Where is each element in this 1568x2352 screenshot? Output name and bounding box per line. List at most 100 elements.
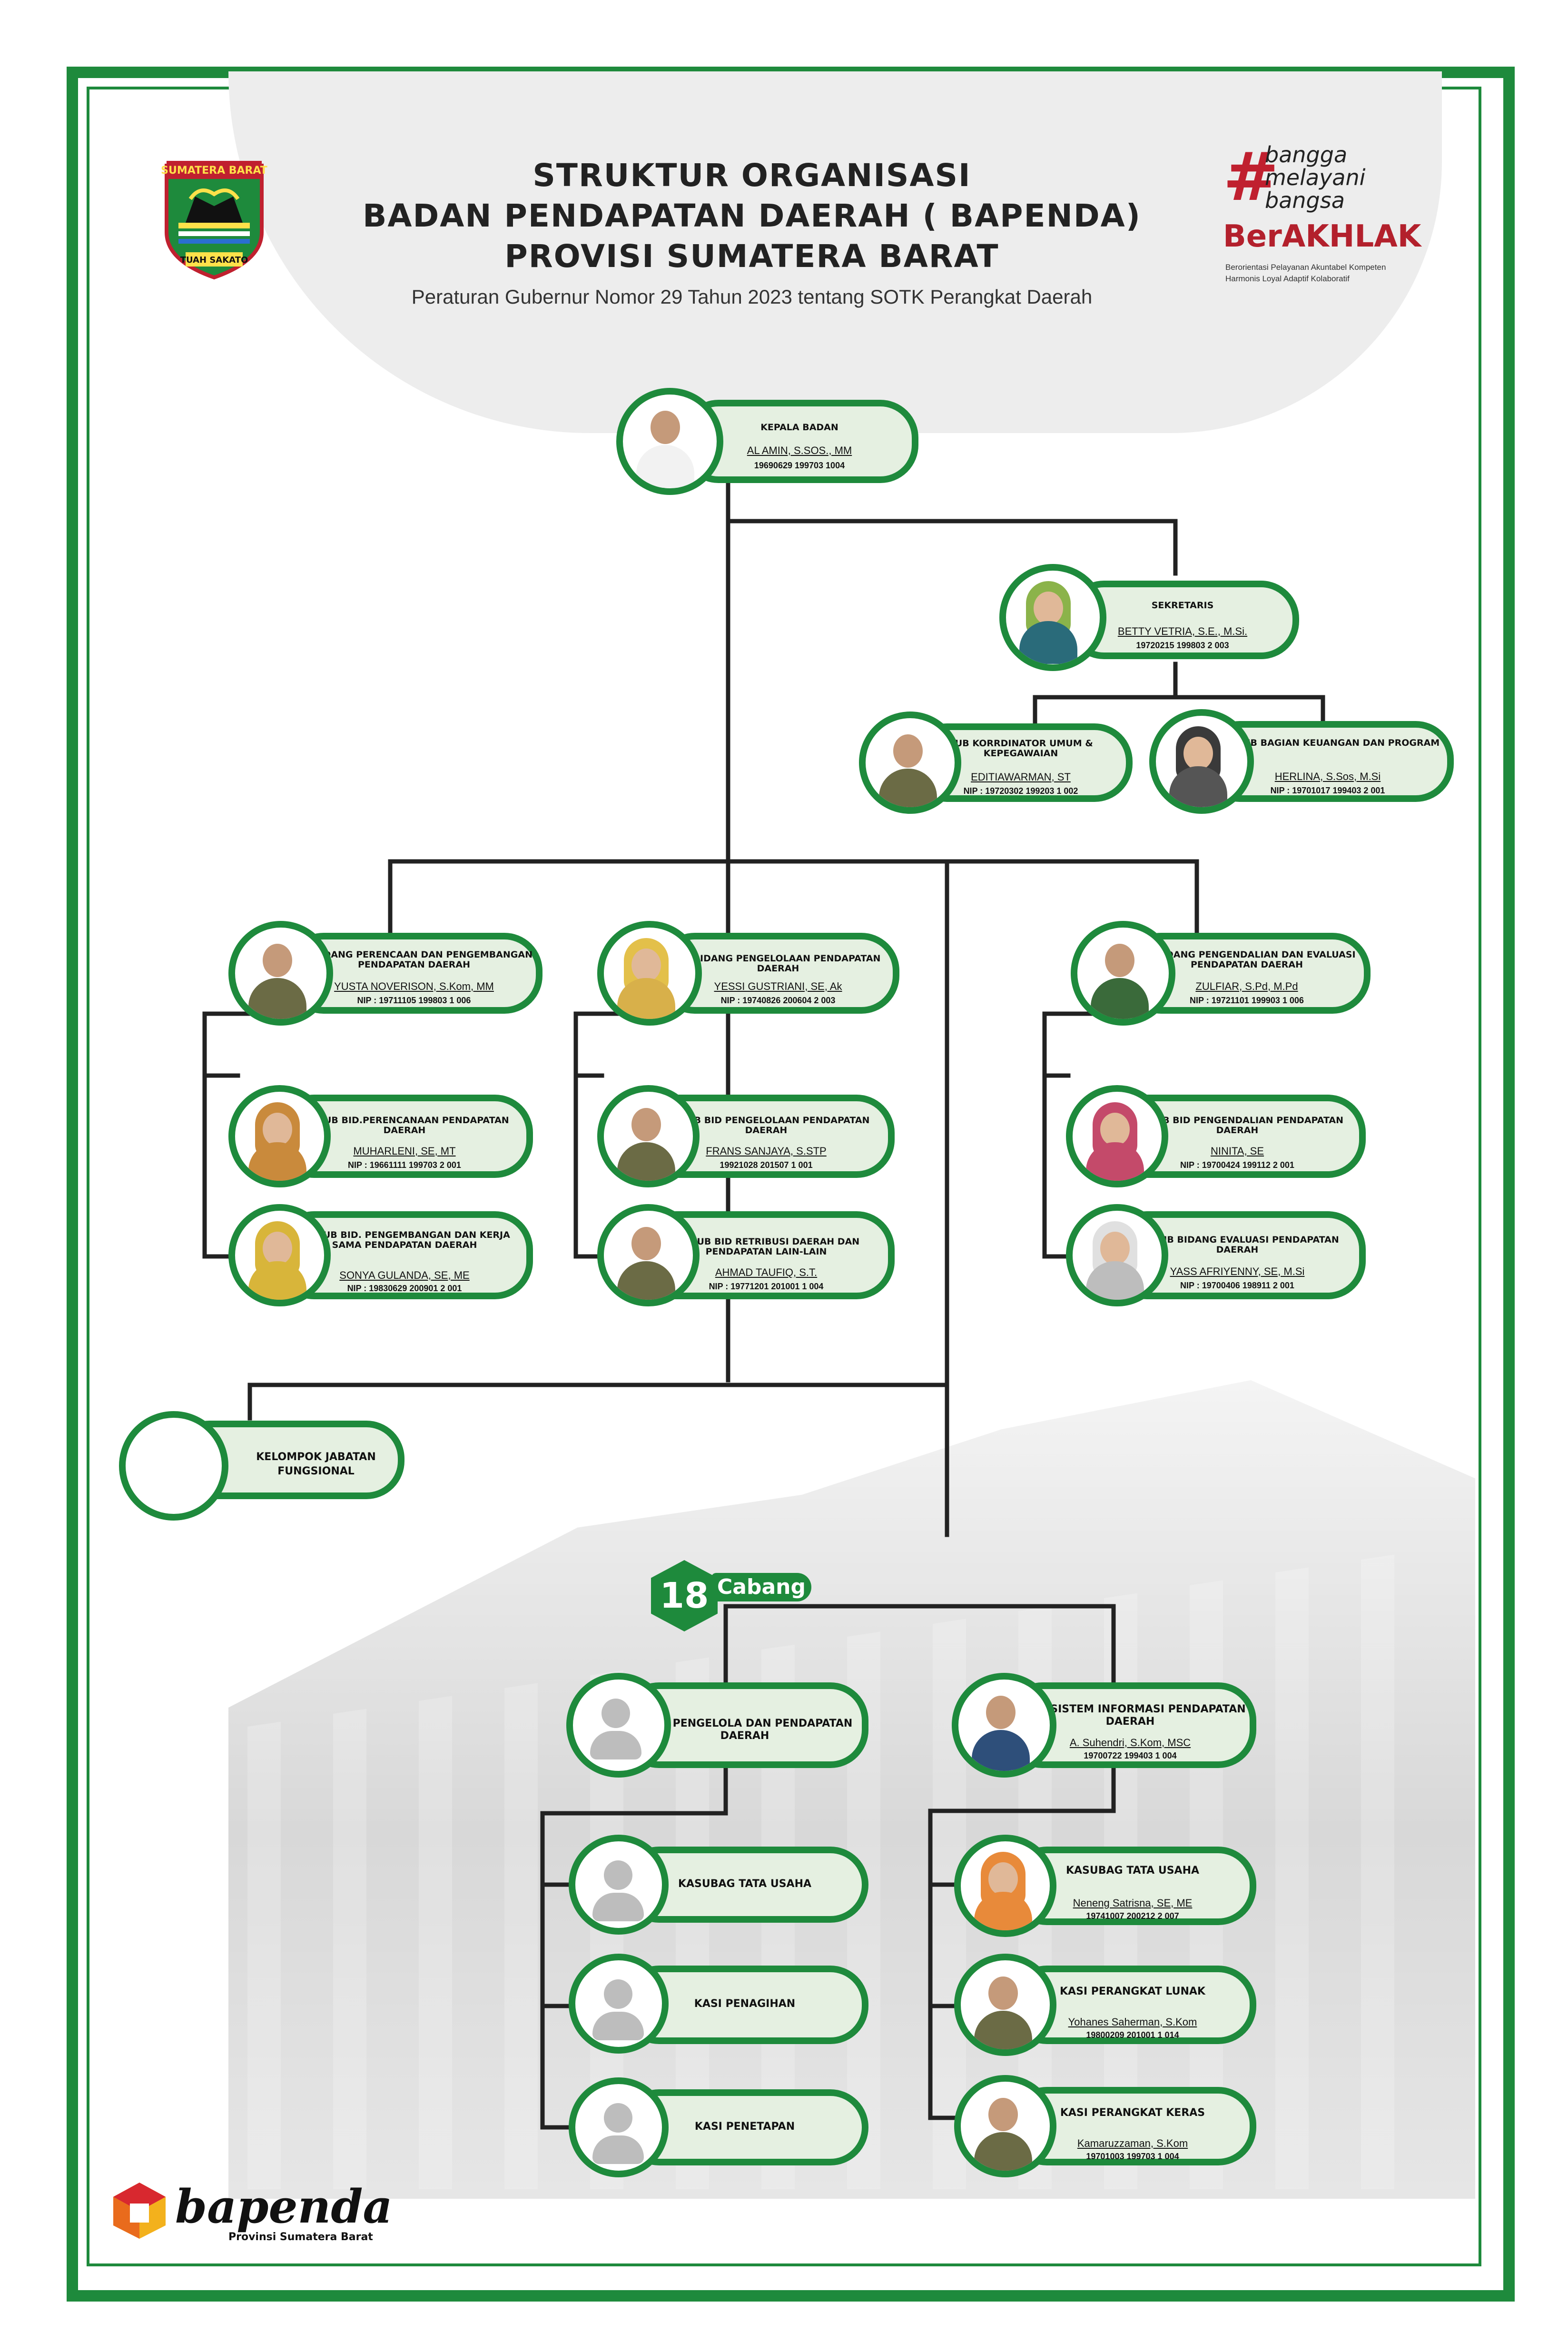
node-role: SEKRETARIS bbox=[1151, 600, 1214, 611]
node-role: KA.BIDANG PERENCAAN DAN PENGEMBANGAN PEN… bbox=[296, 949, 533, 970]
node-person-name: MUHARLENI, SE, MT bbox=[353, 1145, 456, 1157]
avatar-photo bbox=[1066, 1085, 1168, 1187]
bapenda-cube-icon bbox=[108, 2180, 170, 2242]
avatar-photo bbox=[597, 1204, 700, 1306]
avatar-photo bbox=[228, 1204, 331, 1306]
node-role: KASUBAG TATA USAHA bbox=[1065, 1865, 1200, 1877]
node-nip: 19921028 201507 1 001 bbox=[720, 1160, 813, 1170]
avatar-photo bbox=[616, 388, 723, 495]
node-role: KA.SUB BID.PERENCANAAN PENDAPATAN DAERAH bbox=[300, 1115, 509, 1136]
avatar-photo bbox=[1071, 921, 1175, 1026]
node-role: KA.SUB BID. PENGEMBANGAN DAN KERJA SAMA … bbox=[299, 1230, 510, 1250]
empty-avatar-circle bbox=[119, 1411, 228, 1521]
cabang-label: Cabang bbox=[711, 1573, 811, 1601]
bangga-line-2: melayani bbox=[1265, 165, 1366, 190]
page-subtitle: Peraturan Gubernur Nomor 29 Tahun 2023 t… bbox=[411, 286, 1093, 308]
avatar-photo bbox=[954, 2075, 1056, 2177]
node-role: KA.BIDANG PENGENDALIAN DAN EVALUASI PEND… bbox=[1138, 949, 1356, 970]
node-nip: 19701003 199703 1 004 bbox=[1086, 2152, 1179, 2161]
node-role: UPTD PENGELOLA DAN PENDAPATAN DAERAH bbox=[637, 1718, 853, 1742]
placeholder-avatar-icon bbox=[569, 1954, 669, 2054]
node-nip: 19720215 199803 2 003 bbox=[1136, 641, 1229, 650]
bangga-hash-mark: # bbox=[1223, 138, 1279, 216]
node-role: KA.SUB BIDANG EVALUASI PENDAPATAN DAERAH bbox=[1135, 1235, 1339, 1255]
node-nip: NIP : 19720302 199203 1 002 bbox=[963, 786, 1078, 796]
emblem-bottom-text: TUAH SAKATO bbox=[180, 255, 248, 265]
node-role: KA.SUB BID PENGENDALIAN PENDAPATAN DAERA… bbox=[1131, 1115, 1344, 1136]
node-nip: NIP : 19771201 201001 1 004 bbox=[709, 1282, 824, 1291]
berakhlak-logo: BerAKHLAK bbox=[1223, 219, 1421, 254]
page-title-line-1: STRUKTUR ORGANISASI bbox=[533, 157, 971, 194]
node-nip: NIP : 19711105 199803 1 006 bbox=[357, 996, 471, 1005]
bapenda-wordmark: bapenda bbox=[175, 2180, 393, 2233]
node-person-name: YASS AFRIYENNY, SE, M.Si bbox=[1170, 1265, 1305, 1277]
node-nip: 19800209 201001 1 014 bbox=[1086, 2030, 1179, 2040]
node-role: KASI PENETAPAN bbox=[694, 2121, 795, 2133]
node-person-name: SONYA GULANDA, SE, ME bbox=[339, 1269, 470, 1281]
avatar-photo bbox=[954, 1835, 1056, 1937]
node-role: KASUBAG TATA USAHA bbox=[678, 1878, 812, 1890]
avatar-photo bbox=[952, 1673, 1056, 1778]
node-role: KELOMPOK JABATAN FUNGSIONAL bbox=[256, 1451, 376, 1477]
bangga-melayani-bangsa-logo: # bangga melayani bangsa bbox=[1223, 138, 1409, 216]
node-person-name: A. Suhendri, S.Kom, MSC bbox=[1069, 1737, 1191, 1749]
node-person-name: EDITIAWARMAN, ST bbox=[971, 771, 1071, 783]
node-person-name: Yohanes Saherman, S.Kom bbox=[1068, 2016, 1197, 2028]
node-person-name: NINITA, SE bbox=[1210, 1145, 1264, 1157]
node-person-name: YESSI GUSTRIANI, SE, Ak bbox=[714, 980, 842, 992]
node-role: KA.BIDANG PENGELOLAAN PENDAPATAN DAERAH bbox=[675, 953, 881, 974]
avatar-photo bbox=[597, 1085, 700, 1187]
berakhlak-sub-line-1: Berorientasi Pelayanan Akuntabel Kompete… bbox=[1225, 263, 1386, 272]
node-bidang-pengelolaan[interactable]: KA.BIDANG PENGELOLAAN PENDAPATAN DAERAH … bbox=[657, 933, 899, 1014]
node-role: KA. SUB BAGIAN KEUANGAN DAN PROGRAM bbox=[1215, 738, 1440, 748]
page-title-line-3: PROVISI SUMATERA BARAT bbox=[504, 238, 999, 275]
node-nip: NIP : 19830629 200901 2 001 bbox=[347, 1284, 462, 1293]
emblem-top-text: SUMATERA BARAT bbox=[161, 165, 267, 177]
avatar-photo bbox=[597, 921, 702, 1026]
node-person-name: AL AMIN, S.SOS., MM bbox=[747, 445, 852, 456]
node-nip: 19690629 199703 1004 bbox=[754, 461, 845, 470]
node-role: KASI PENAGIHAN bbox=[694, 1998, 796, 2010]
node-nip: NIP : 19700424 199112 2 001 bbox=[1180, 1160, 1294, 1170]
sumatera-barat-emblem: SUMATERA BARAT TUAH SAKATO bbox=[157, 151, 271, 280]
avatar-photo bbox=[228, 1085, 331, 1187]
avatar-photo bbox=[954, 1954, 1056, 2056]
node-nip: NIP : 19701017 199403 2 001 bbox=[1270, 786, 1385, 795]
node-nip: 19700722 199403 1 004 bbox=[1084, 1751, 1177, 1760]
placeholder-avatar-icon bbox=[569, 1835, 669, 1935]
node-person-name: AHMAD TAUFIQ, S.T. bbox=[715, 1266, 818, 1278]
node-role: KASI PERANGKAT LUNAK bbox=[1060, 1986, 1205, 1997]
node-role: KA.SUB BID RETRIBUSI DAERAH DAN PENDAPAT… bbox=[672, 1236, 860, 1257]
node-nip: NIP : 19661111 199703 2 001 bbox=[348, 1160, 461, 1170]
avatar-photo bbox=[1066, 1204, 1168, 1306]
node-role: SUB KORRDINATOR UMUM & KEPEGAWAIAN bbox=[948, 738, 1093, 759]
node-role: KASI PERANGKAT KERAS bbox=[1060, 2107, 1205, 2119]
node-person-name: ZULFIAR, S.Pd, M.Pd bbox=[1195, 980, 1298, 992]
node-person-name: FRANS SANJAYA, S.STP bbox=[706, 1145, 827, 1157]
node-nip: NIP : 19721101 199903 1 006 bbox=[1190, 996, 1304, 1005]
placeholder-avatar-icon bbox=[569, 2077, 669, 2177]
node-person-name: HERLINA, S.Sos, M.Si bbox=[1274, 771, 1381, 782]
node-nip: NIP : 19700406 198911 2 001 bbox=[1180, 1281, 1294, 1290]
node-nip: NIP : 19740826 200604 2 003 bbox=[720, 996, 836, 1005]
bangga-line-3: bangsa bbox=[1265, 188, 1345, 213]
node-person-name: YUSTA NOVERISON, S.Kom, MM bbox=[334, 980, 494, 992]
berakhlak-sub-line-2: Harmonis Loyal Adaptif Kolaboratif bbox=[1225, 274, 1350, 283]
avatar-photo bbox=[228, 921, 333, 1026]
bapenda-subtext: Provinsi Sumatera Barat bbox=[228, 2231, 373, 2243]
avatar-photo bbox=[1149, 709, 1254, 814]
placeholder-avatar-icon bbox=[566, 1673, 671, 1778]
background-shape bbox=[228, 71, 1442, 433]
node-nip: 19741007 200212 2 007 bbox=[1086, 1911, 1179, 1921]
bangga-line-1: bangga bbox=[1265, 142, 1348, 168]
avatar-photo bbox=[999, 564, 1106, 671]
node-person-name: BETTY VETRIA, S.E., M.Si. bbox=[1117, 625, 1248, 637]
node-role: KEPALA BADAN bbox=[760, 422, 838, 433]
node-role: KA.SUB BID PENGELOLAAN PENDAPATAN DAERAH bbox=[662, 1115, 870, 1136]
page-title-line-2: BADAN PENDAPATAN DAERAH ( BAPENDA) bbox=[363, 198, 1141, 234]
node-uptd2-kasi-perangkat-keras[interactable]: KASI PERANGKAT KERAS Kamaruzzaman, S.Kom… bbox=[1009, 2087, 1256, 2165]
cabang-count-badge: 18 bbox=[651, 1560, 718, 1631]
node-person-name: Kamaruzzaman, S.Kom bbox=[1077, 2137, 1188, 2149]
node-person-name: Neneng Satrisna, SE, ME bbox=[1073, 1897, 1193, 1909]
